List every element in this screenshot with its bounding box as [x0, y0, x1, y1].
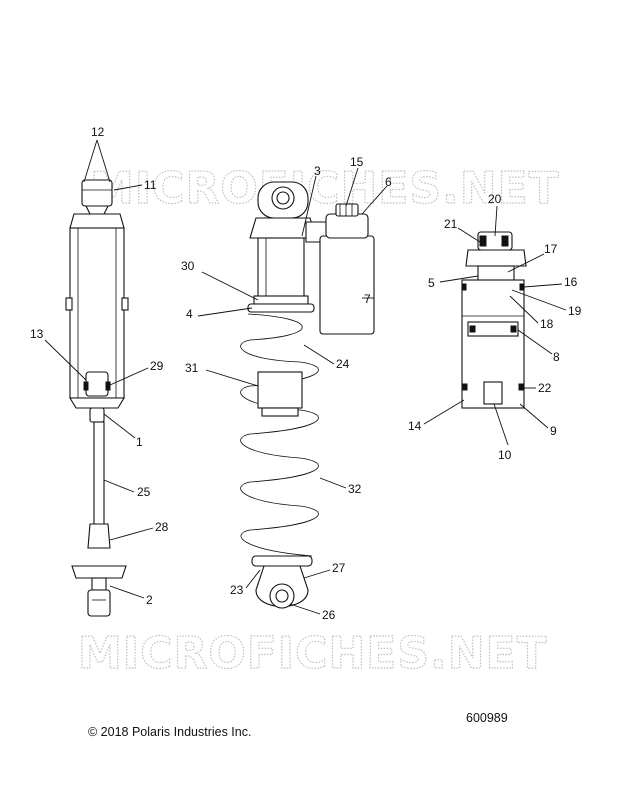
callout-26: 26	[322, 608, 336, 622]
schrader-valve	[483, 381, 503, 405]
bump-stop	[87, 523, 111, 549]
reservoir-end-cap	[465, 249, 527, 267]
callout-11: 11	[144, 178, 157, 192]
upper-spring-seat	[247, 303, 315, 313]
callout-29: 29	[150, 359, 164, 373]
callout-23: 23	[230, 583, 244, 597]
callout-12: 12	[91, 125, 105, 139]
callout-21: 21	[444, 217, 458, 231]
callout-1: 1	[136, 435, 143, 449]
callout-labels: 12 11 13 29 1 25 28 2 3 15 6 30 4 7 24 3…	[30, 125, 582, 622]
top-eye	[85, 205, 109, 215]
callout-4: 4	[186, 307, 193, 321]
callout-18: 18	[540, 317, 554, 331]
callout-20: 20	[488, 192, 502, 206]
callout-14: 14	[408, 419, 422, 433]
lower-spring-seat	[71, 565, 127, 579]
callout-30: 30	[181, 259, 195, 273]
callout-22: 22	[538, 381, 552, 395]
callout-27: 27	[332, 561, 346, 575]
callout-17: 17	[544, 242, 558, 256]
coil-spring	[240, 313, 319, 557]
callout-6: 6	[385, 175, 392, 189]
callout-2: 2	[146, 593, 153, 607]
lower-clevis-neck	[91, 577, 107, 591]
copyright-notice: © 2018 Polaris Industries Inc.	[88, 725, 252, 739]
callout-25: 25	[137, 485, 151, 499]
body-tab-left	[65, 297, 73, 311]
callout-31: 31	[185, 361, 199, 375]
lower-eye	[87, 589, 111, 617]
spring-coupler	[257, 371, 303, 409]
shock-assembly	[240, 181, 375, 609]
bumper	[89, 407, 105, 423]
reservoir-section	[461, 231, 527, 409]
callout-10: 10	[498, 448, 512, 462]
callout-19: 19	[568, 304, 582, 318]
callout-28: 28	[155, 520, 169, 534]
top-bushing	[81, 179, 113, 207]
body-tab-right	[121, 297, 129, 311]
callout-3: 3	[314, 164, 321, 178]
shock-body	[257, 237, 305, 299]
reservoir-cap	[325, 213, 369, 239]
callout-5: 5	[428, 276, 435, 290]
reservoir	[319, 235, 375, 335]
shaft	[93, 421, 105, 535]
lower-spring-seat	[251, 555, 313, 567]
ifp-piston	[467, 321, 519, 337]
preload-ring	[253, 295, 309, 305]
watermark-bottom: MICROFICHES.NET	[78, 628, 548, 679]
shock-side-view	[65, 179, 129, 617]
body-shoulder	[69, 213, 125, 229]
callout-24: 24	[336, 357, 350, 371]
callout-32: 32	[348, 482, 362, 496]
watermark-top: MICROFICHES.NET	[90, 163, 560, 214]
callout-15: 15	[350, 155, 364, 169]
callout-7: 7	[364, 292, 371, 306]
leader-lines	[44, 139, 567, 615]
figure-number: 600989	[466, 711, 508, 725]
seal-head	[85, 371, 109, 397]
callout-9: 9	[550, 424, 557, 438]
compression-knob	[335, 203, 359, 217]
callout-16: 16	[564, 275, 578, 289]
callout-8: 8	[553, 350, 560, 364]
callout-13: 13	[30, 327, 44, 341]
